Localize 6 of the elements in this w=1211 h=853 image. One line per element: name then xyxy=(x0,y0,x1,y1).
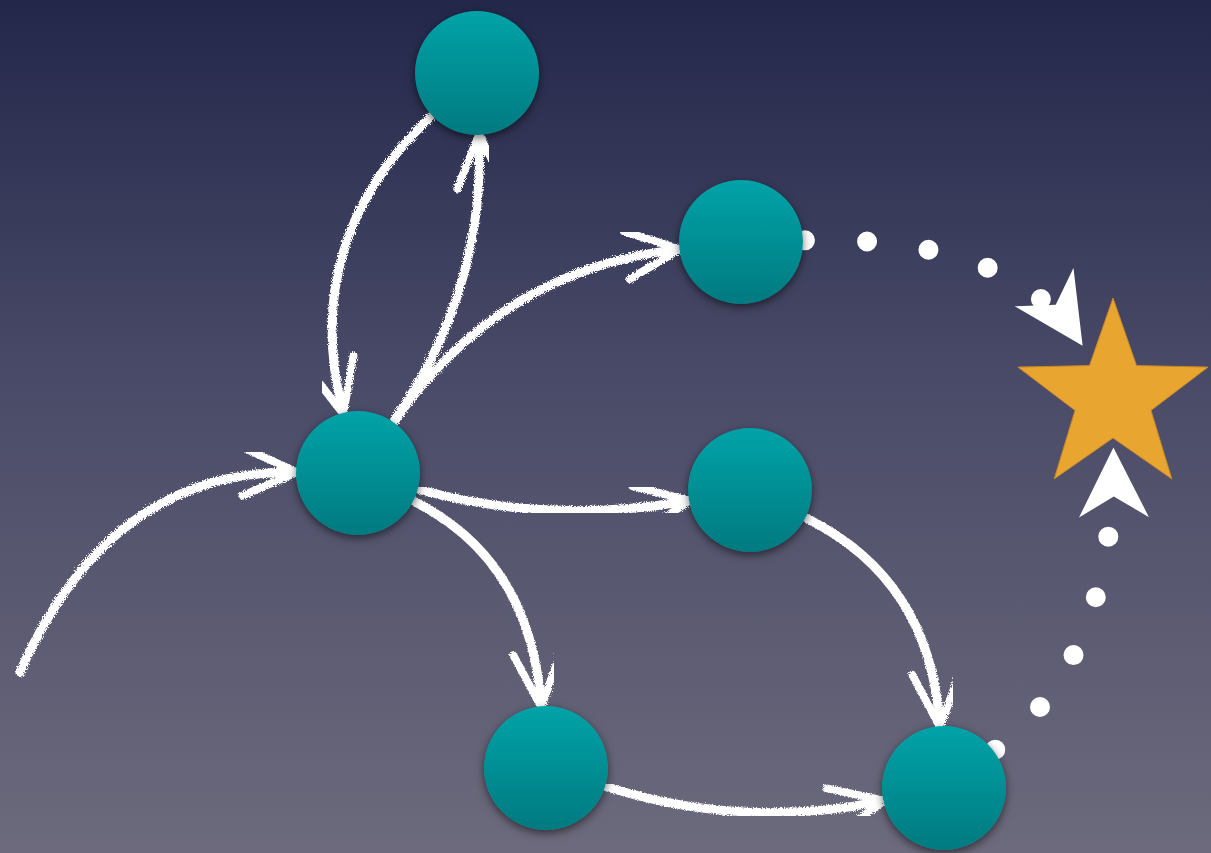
node-circle xyxy=(484,706,608,830)
node-circle xyxy=(296,411,420,535)
node-circle xyxy=(688,428,812,552)
node-circle xyxy=(882,726,1006,850)
node-circle xyxy=(679,180,803,304)
node-circle xyxy=(415,11,539,135)
